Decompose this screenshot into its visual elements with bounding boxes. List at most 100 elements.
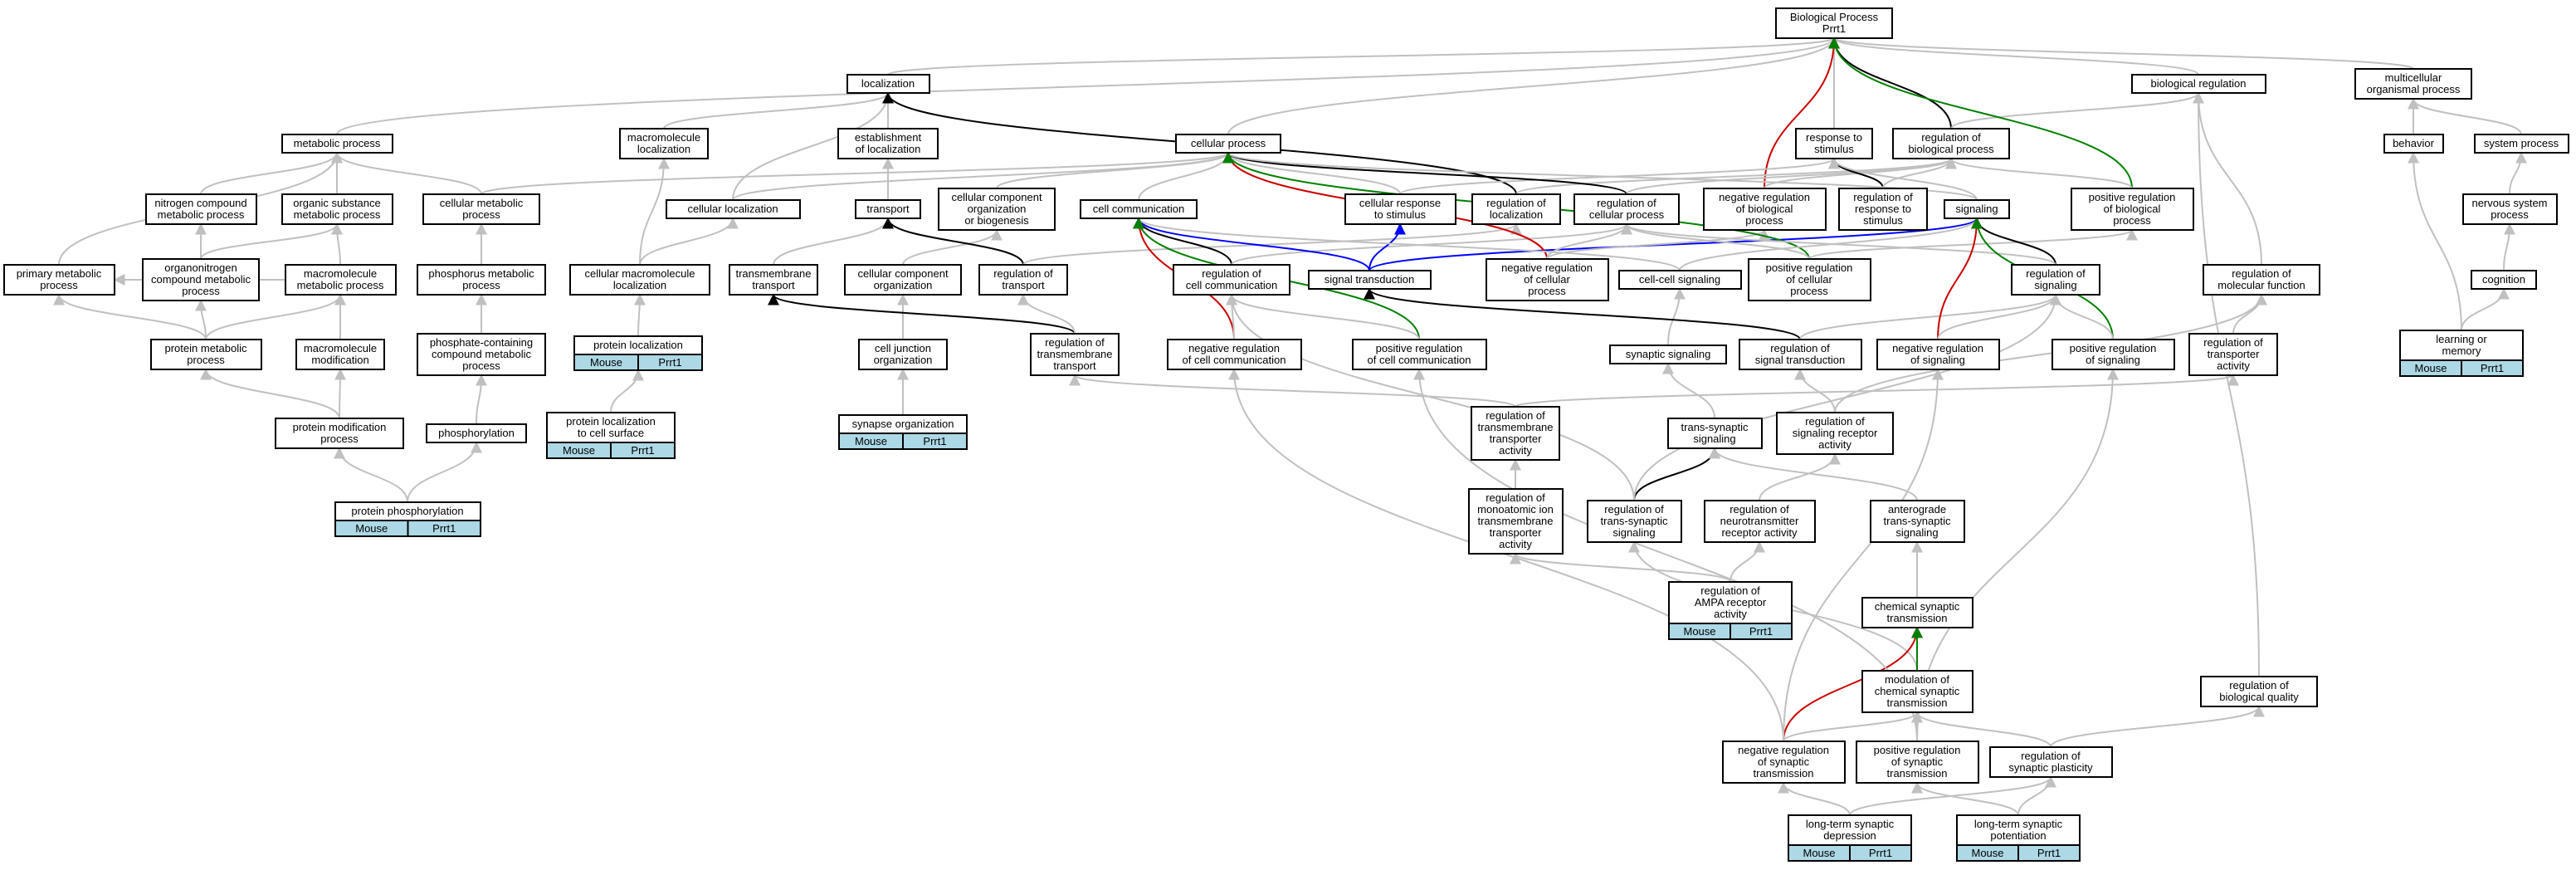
- term-label-line: positive regulation: [1376, 342, 1463, 354]
- go-term-cell-communication[interactable]: cell communication: [1080, 199, 1198, 219]
- term-box: [295, 339, 385, 370]
- term-label-line: synapse organization: [852, 418, 954, 430]
- go-term-cellular-localization[interactable]: cellular localization: [666, 199, 801, 219]
- edge-is-a: [2232, 293, 2267, 335]
- go-term-synaptic-signaling[interactable]: synaptic signaling: [1609, 345, 1727, 364]
- term-box: [2188, 333, 2278, 376]
- term-label-line: cellular response: [1359, 197, 1441, 209]
- go-term-cellular-process[interactable]: cellular process: [1175, 134, 1281, 154]
- edge-is-a: [1510, 552, 1731, 583]
- go-term-reg-transmembrane-transporter[interactable]: regulation oftransmembranetransporteract…: [1471, 406, 1560, 461]
- go-term-cell-cell-signaling[interactable]: cell-cell signaling: [1618, 270, 1742, 290]
- go-term-signal-transduction[interactable]: signal transduction: [1308, 270, 1432, 290]
- go-term-metabolic-process[interactable]: metabolic process: [281, 134, 393, 154]
- term-label-line: synaptic plasticity: [2008, 761, 2093, 774]
- term-label-line: of cellular: [1524, 273, 1570, 286]
- term-label-line: positive regulation: [2070, 342, 2157, 354]
- edge-is-a: [639, 157, 670, 266]
- term-box: [1704, 500, 1816, 543]
- go-term-localization[interactable]: localization: [846, 74, 930, 94]
- go-term-transport[interactable]: transport: [855, 199, 921, 219]
- edge-is-a: [1937, 293, 2061, 340]
- term-label-line: of biological: [1736, 203, 1793, 215]
- go-term-phosphorylation[interactable]: phosphorylation: [426, 423, 527, 443]
- go-term-signaling[interactable]: signaling: [1944, 199, 2010, 219]
- edge-is-a: [53, 293, 207, 340]
- species-label: Mouse: [1971, 847, 2003, 859]
- term-label-line: organization: [874, 279, 933, 291]
- go-term-system-process[interactable]: system process: [2474, 134, 2569, 154]
- go-term-behavior[interactable]: behavior: [2383, 134, 2444, 154]
- edge-is-a: [1709, 447, 1918, 501]
- term-label-line: regulation of: [1486, 197, 1546, 209]
- go-term-cognition[interactable]: cognition: [2471, 270, 2537, 290]
- term-label-line: cell-cell signaling: [1639, 273, 1720, 286]
- edge-is-a: [639, 217, 739, 266]
- edge-is-a: [200, 222, 343, 260]
- go-term-biological-regulation[interactable]: biological regulation: [2131, 74, 2266, 94]
